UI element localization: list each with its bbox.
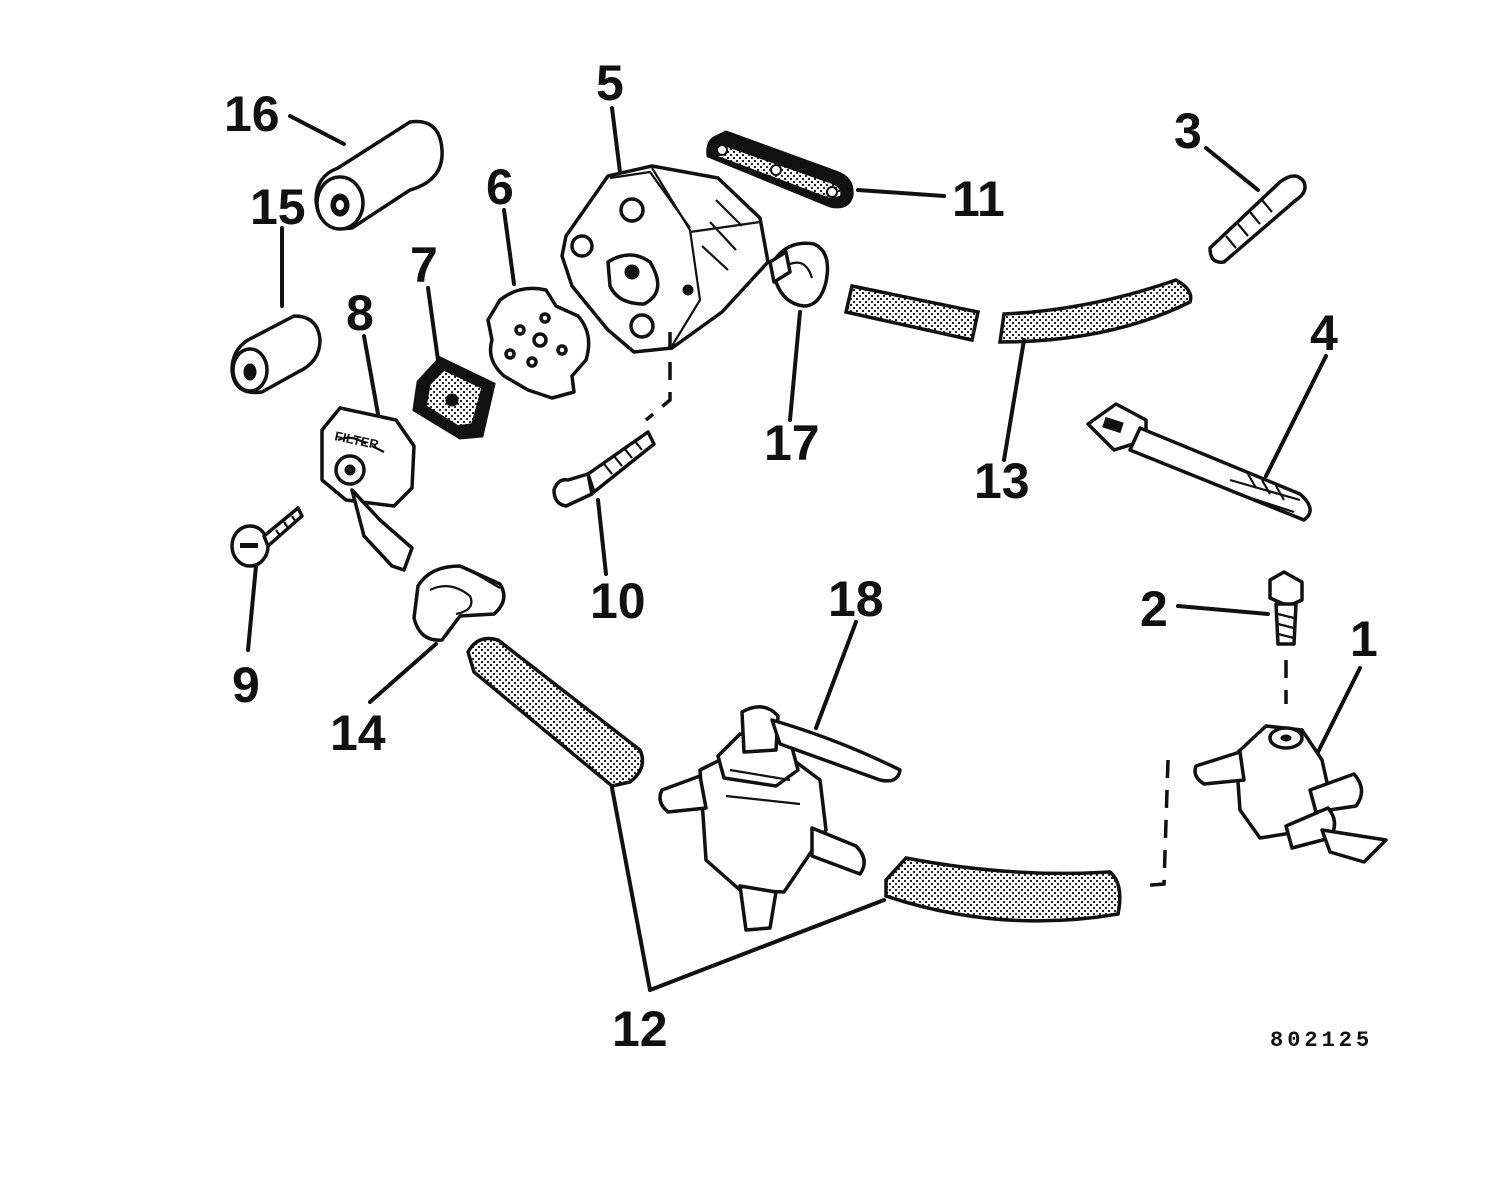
label-part-5: 5 [596, 55, 624, 111]
label-part-7: 7 [410, 237, 438, 293]
part-6-diaphragm [486, 286, 591, 400]
figure-number: 802125 [1270, 1028, 1373, 1053]
label-part-8: 8 [346, 285, 374, 341]
part-18-fuel-valve [658, 705, 902, 932]
label-part-11: 11 [952, 171, 1005, 227]
part-1-shutoff-valve [1193, 724, 1388, 864]
label-part-17: 17 [764, 415, 820, 471]
part-17-clamp [768, 241, 830, 308]
label-part-3: 3 [1174, 103, 1202, 159]
label-part-9: 9 [232, 657, 260, 713]
assembly-lines [644, 332, 1288, 888]
part-13-hose [843, 278, 1193, 344]
part-2-bolt [1268, 570, 1304, 646]
label-part-2: 2 [1140, 581, 1168, 637]
part-11-gasket-plate [706, 130, 854, 209]
label-part-10: 10 [590, 573, 646, 629]
label-part-12: 12 [612, 1001, 668, 1057]
part-8-filter-cap [320, 406, 416, 572]
part-12-hose [466, 636, 1122, 923]
part-10-screw [552, 430, 656, 508]
leader-lines [246, 106, 1362, 992]
label-part-14: 14 [330, 705, 386, 761]
label-part-15: 15 [250, 179, 306, 235]
part-labels: 16 15 8 7 6 5 11 3 4 17 13 10 9 14 18 2 … [224, 55, 1378, 1057]
label-part-1: 1 [1350, 611, 1378, 667]
label-part-18: 18 [828, 571, 884, 627]
label-part-4: 4 [1310, 305, 1338, 361]
part-5-fuel-pump [560, 164, 770, 354]
part-15-sleeve [230, 314, 322, 395]
part-14-clamp [412, 564, 506, 642]
part-9-screw [230, 506, 304, 568]
label-part-16: 16 [224, 86, 280, 142]
part-16-sleeve [314, 119, 444, 231]
part-7-gasket [412, 356, 496, 440]
part-4-tie-strap [1086, 402, 1312, 522]
part-3-fitting [1208, 174, 1307, 264]
label-part-6: 6 [486, 159, 514, 215]
label-part-13: 13 [974, 453, 1030, 509]
